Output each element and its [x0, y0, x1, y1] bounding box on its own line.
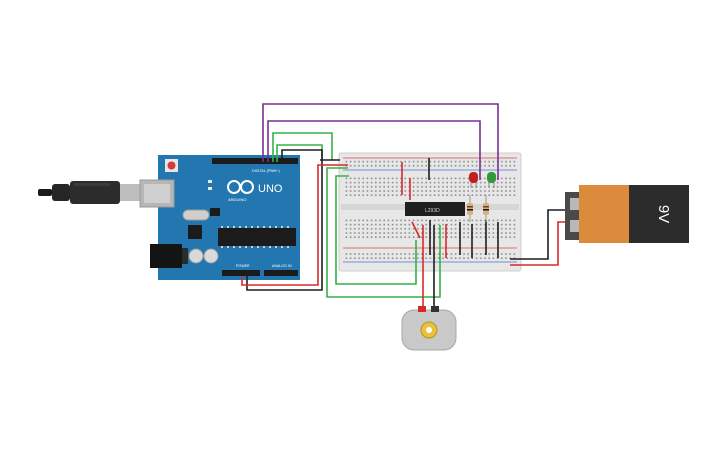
resistor-2[interactable] [483, 195, 489, 222]
dc-motor[interactable] [401, 306, 457, 351]
battery-9v[interactable]: 9V [565, 185, 689, 243]
driver-chip-label: L293D [425, 208, 440, 214]
analog-header-label: ANALOG IN [272, 264, 292, 268]
led-green[interactable] [487, 172, 496, 188]
digital-header-label: DIGITAL (PWM~) [252, 169, 280, 173]
led-red[interactable] [469, 172, 478, 188]
purple-wires[interactable] [262, 103, 499, 180]
analog-header [264, 270, 298, 276]
resistor-1[interactable] [467, 195, 473, 222]
arduino-power-wires[interactable] [241, 149, 348, 291]
board-brand-label: ARDUINO [228, 197, 246, 202]
motor-wires[interactable] [422, 225, 435, 308]
digital-header [212, 158, 298, 164]
board-model-label: UNO [258, 183, 283, 195]
atmega-chip [218, 228, 296, 246]
power-header [222, 270, 260, 276]
arduino-logo-icon [227, 180, 254, 194]
power-jack [150, 244, 182, 268]
power-header-label: POWER [236, 264, 250, 268]
usb-cable[interactable] [38, 181, 142, 204]
arduino-uno-board[interactable]: UNO ARDUINO DIGITAL (PWM~) POWER ANALOG … [139, 155, 300, 280]
green-wires[interactable] [272, 132, 441, 298]
breadboard-jumpers[interactable] [401, 158, 499, 258]
battery-label: 9V [655, 205, 672, 223]
l293d-driver-chip[interactable]: L293D [405, 202, 465, 216]
